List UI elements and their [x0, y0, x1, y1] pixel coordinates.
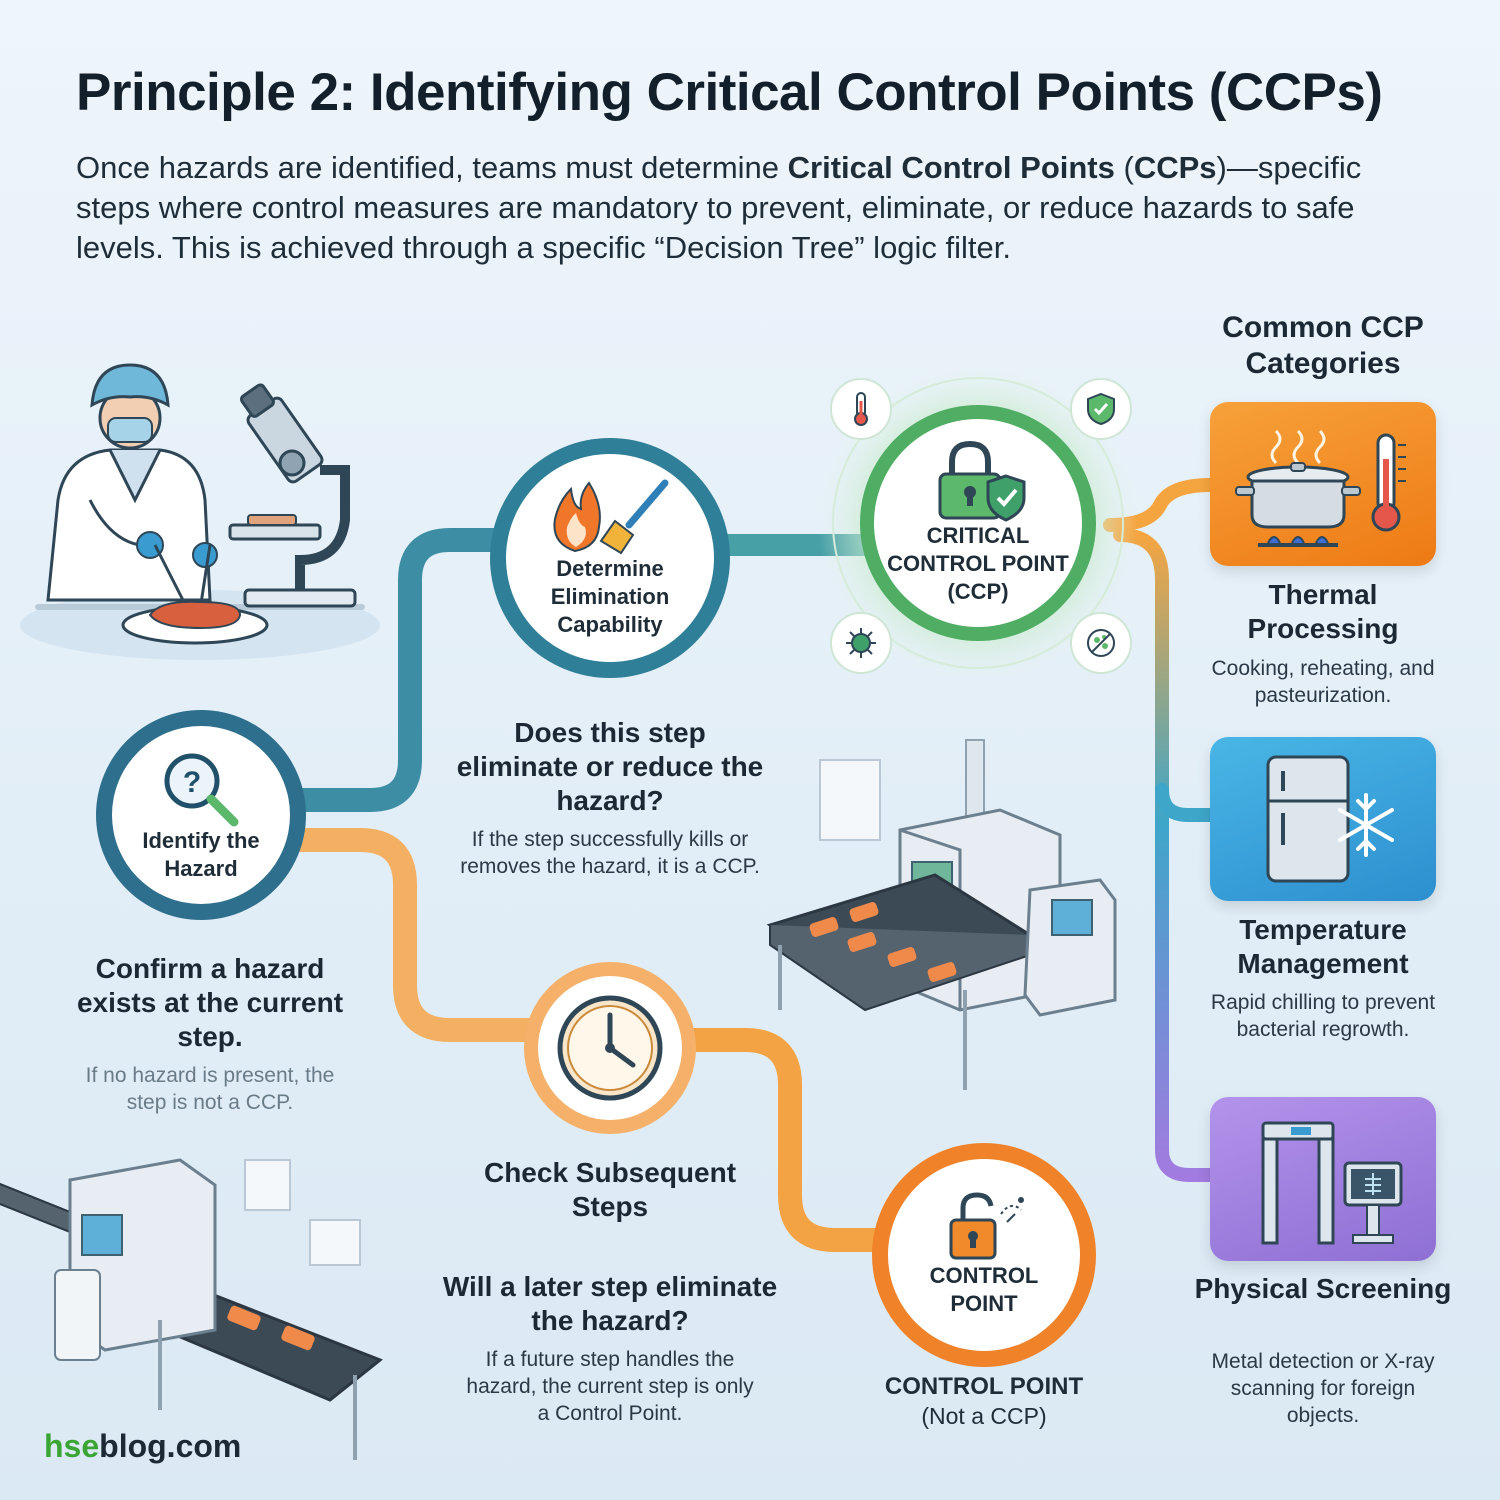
intro-bold-ccps: CCPs: [1133, 150, 1217, 185]
temperature-title: Temperature Management: [1237, 914, 1409, 979]
intro-text-1: Once hazards are identified, teams must …: [76, 150, 788, 185]
refrigerator-icon: [1266, 755, 1394, 883]
eliminate-label-3: Capability: [557, 612, 663, 637]
temperature-desc: Rapid chilling to prevent bacterial regr…: [1210, 991, 1436, 1041]
intro-text-2: (: [1114, 150, 1134, 185]
thermometer-icon: [830, 378, 892, 440]
ccp-outer-ring: [832, 377, 1124, 669]
fire-brush-icon: [553, 479, 669, 555]
eliminate-node: Determine Elimination Capability: [506, 454, 714, 662]
subsequent-label: Check Subsequent Steps: [483, 1157, 737, 1222]
intro-paragraph: Once hazards are identified, teams must …: [76, 148, 1426, 268]
categories-heading: Common CCP Categories: [1222, 311, 1424, 380]
orange-flow-path: [288, 828, 542, 1042]
physical-desc: Metal detection or X-ray scanning for fo…: [1211, 1350, 1435, 1427]
intro-text-3: )—specific steps where control measures …: [76, 150, 1362, 265]
physical-card: [1210, 1097, 1436, 1261]
subsequent-node: [538, 976, 682, 1120]
lock-shield-icon: [938, 440, 1026, 522]
cooking-pot-icon: [1235, 429, 1406, 547]
clock-icon: [557, 995, 663, 1101]
magnifier-question-icon: ?: [164, 753, 239, 827]
subsequent-question: Will a later step eliminate the hazard?: [442, 1271, 778, 1336]
footer-brand-rest: blog.com: [99, 1428, 242, 1464]
footer-brand-hse: hse: [44, 1428, 100, 1464]
intro-bold-ccp: Critical Control Points: [787, 150, 1115, 185]
control-point-label-2: POINT: [950, 1291, 1018, 1316]
teal-flow-path: [288, 528, 517, 812]
control-point-caption: CONTROL POINT: [884, 1373, 1084, 1400]
thermal-card: [1210, 402, 1436, 566]
ccp-label-2: CONTROL POINT: [887, 551, 1069, 576]
bacteria-icon: [830, 612, 892, 674]
category-spine: [1113, 528, 1219, 1182]
eliminate-question: Does this step eliminate or reduce the h…: [456, 717, 764, 816]
bottom-left-conveyor: [0, 1158, 383, 1460]
subsequent-note: If a future step handles the hazard, the…: [466, 1348, 754, 1425]
thermal-title: Thermal Processing: [1247, 579, 1399, 644]
shield-check-icon: [1070, 378, 1132, 440]
unlocked-padlock-icon: [949, 1192, 1024, 1260]
control-point-label-1: CONTROL: [929, 1263, 1039, 1288]
no-germs-icon: [1070, 612, 1132, 674]
center-processing-machine: [766, 739, 1117, 1090]
footer-brand: hseblog.com: [44, 1428, 241, 1465]
temperature-card: [1210, 737, 1436, 901]
eliminate-label-1: Determine: [556, 556, 664, 581]
category-branch-temp: [1155, 783, 1219, 822]
ccp-label-1: CRITICAL: [926, 523, 1030, 548]
orange-flow-path-2: [678, 1028, 897, 1252]
page-title: Principle 2: Identifying Critical Contro…: [76, 63, 1383, 122]
control-point-node: CONTROL POINT: [888, 1159, 1080, 1351]
physical-title: Physical Screening: [1194, 1273, 1452, 1304]
control-point-subcaption: (Not a CCP): [921, 1403, 1047, 1429]
eliminate-note: If the step successfully kills or remove…: [460, 828, 760, 878]
svg-text:?: ?: [183, 766, 201, 799]
identify-hazard-node: ? Identify the Hazard: [112, 726, 290, 904]
identify-label-2: Hazard: [164, 856, 238, 881]
eliminate-label-2: Elimination: [550, 584, 670, 609]
identify-label-1: Identify the: [142, 828, 260, 853]
scientist-illustration: [20, 363, 380, 660]
metal-detector-icon: [1261, 1121, 1403, 1245]
thermal-desc: Cooking, reheating, and pasteurization.: [1211, 657, 1435, 707]
identify-note: If no hazard is present, the step is not…: [85, 1064, 335, 1114]
identify-question: Confirm a hazard exists at the current s…: [76, 953, 344, 1052]
ccp-node: CRITICAL CONTROL POINT (CCP): [874, 419, 1082, 627]
ccp-label-3: (CCP): [947, 579, 1009, 604]
